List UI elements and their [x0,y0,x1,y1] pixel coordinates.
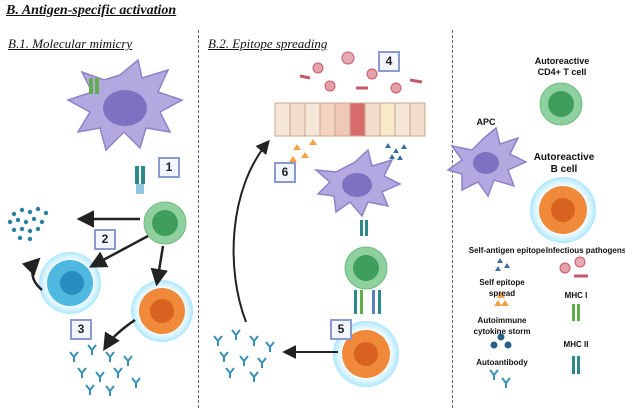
step-5-badge: 5 [330,319,352,340]
legend-bcell-label-2: B cell [550,164,578,175]
legend-antibody-icon [489,369,511,388]
step-2-badge: 2 [94,229,116,250]
legend-epitope-spread-icon [494,292,509,306]
tcell-b2 [344,246,388,290]
legend-epitope-spread-label: Self epitope spread [479,278,525,298]
legend-cytokine-icon [490,333,512,349]
legend-mhc2-label: MHC II [563,340,589,349]
arrows-b2 [232,139,338,359]
arrows-b1 [21,210,168,351]
legend-self-antigen-icon [495,258,510,271]
autoantibodies-b1 [69,344,141,396]
tcell-b1 [143,201,187,245]
legend-autoantibody-label: Autoantibody [476,358,528,367]
legend-self-antigen-label: Self-antigen epitope [468,246,546,255]
self-antigen-epitopes-b2 [385,143,407,160]
legend-mhc2-icon [572,356,580,374]
cytokine-dots-b1 [7,206,49,242]
step-4-badge: 4 [378,51,400,72]
panel-b1-title: B.1. Molecular mimicry [8,36,133,51]
receptors-b2 [354,290,381,314]
legend-bcell-label-1: Autoreactive [533,152,595,163]
legend-bcell [530,177,596,243]
legend-apc-label: APC [476,117,496,127]
divider-left [198,30,199,408]
legend-apc [446,126,528,198]
legend-infectious-label: Infectious pathogens [545,246,625,255]
legend-mhc1-label: MHC I [564,291,588,300]
bcell-b1 [131,280,193,342]
mhc2-icon [89,78,99,94]
legend-cytokine-label: Autoimmune cytokine storm [473,316,531,336]
epithelium-tissue [274,102,426,137]
apc-cell-b2 [313,148,402,218]
self-epitope-spread-b2 [289,139,317,162]
legend-cd4-label: Autoreactive CD4+ T cell [534,56,590,77]
legend-mhc1-icon [572,304,580,321]
apc-cell-b1 [66,58,184,152]
main-title: B. Antigen-specific activation [6,3,177,18]
mhc2-icon [360,220,368,236]
step-3-badge: 3 [70,319,92,340]
legend-pathogen-icon [559,256,588,278]
mhc2-icon [135,166,145,194]
plasma-cell-b1 [39,252,101,314]
step-1-badge: 1 [158,157,180,178]
autoantibodies-b2 [213,329,275,382]
panel-b2-title: B.2. Epitope spreading [208,36,328,51]
step-6-badge: 6 [274,162,296,183]
divider-right [452,30,453,408]
legend-tcell [539,82,583,126]
pathogens-b2 [299,51,423,94]
